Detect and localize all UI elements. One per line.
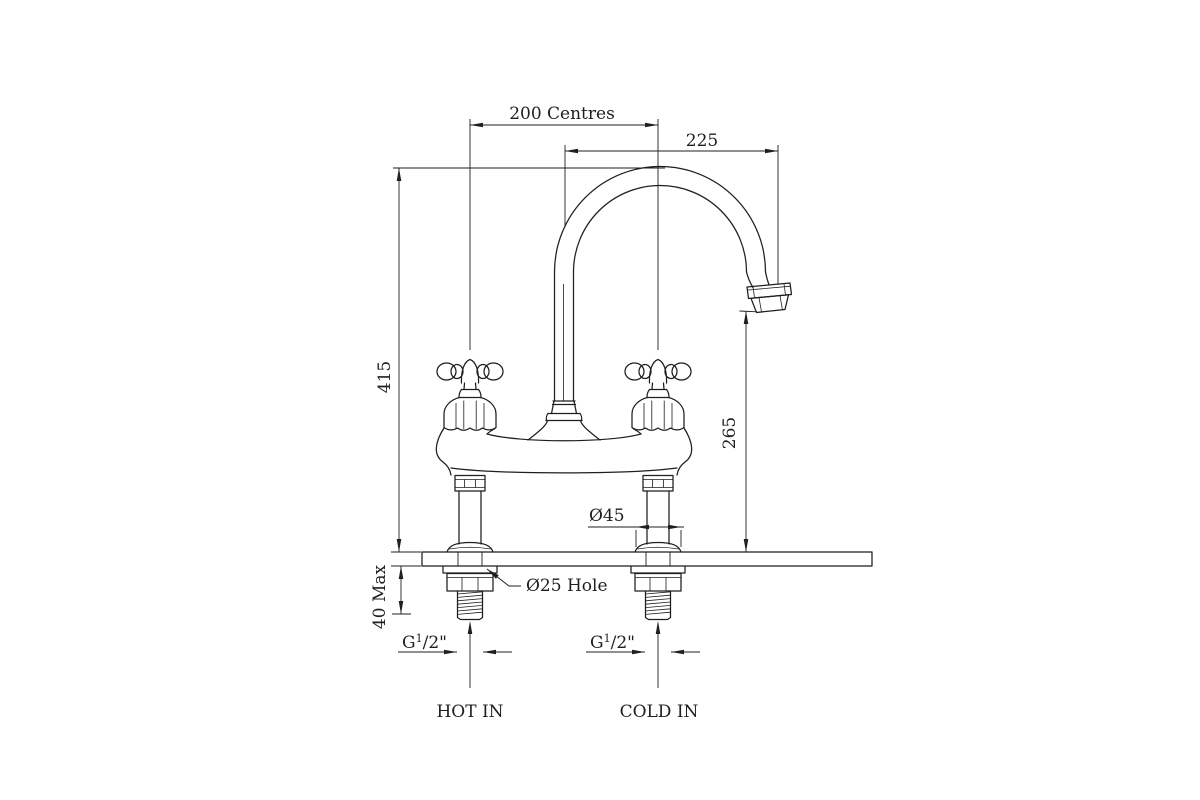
dim-265-label: 265 bbox=[720, 417, 740, 449]
bonnet bbox=[443, 396, 497, 431]
spout-outlet bbox=[746, 282, 793, 314]
dim-thread-hot-label: G1/2" bbox=[402, 632, 447, 653]
note-hole-diameter: Ø25 Hole bbox=[486, 568, 608, 596]
dim-thread-hot: G1/2" bbox=[398, 632, 512, 655]
dim-415-height: 415 bbox=[375, 167, 665, 553]
riser-base bbox=[527, 400, 601, 441]
tap-assembly bbox=[436, 358, 504, 688]
valve-hex-nut bbox=[454, 474, 486, 492]
dim-225-reach: 225 bbox=[564, 131, 779, 284]
shank bbox=[458, 490, 482, 545]
deck-hole-edges bbox=[457, 552, 483, 566]
cold-inlet-label: COLD IN bbox=[620, 702, 699, 722]
base-flange bbox=[446, 541, 494, 553]
dim-flange-diameter: Ø45 bbox=[588, 506, 684, 547]
dim-40-max-label: 40 Max bbox=[370, 565, 390, 630]
washer bbox=[442, 565, 498, 574]
dim-200-centres-label: 200 Centres bbox=[509, 104, 615, 124]
dim-flange-diameter-label: Ø45 bbox=[589, 506, 625, 526]
dim-40-max: 40 Max bbox=[370, 565, 421, 630]
dim-225-label: 225 bbox=[686, 131, 718, 151]
dim-200-centres: 200 Centres bbox=[469, 104, 659, 350]
supply-arrow bbox=[467, 621, 473, 688]
riser-tube bbox=[553, 271, 575, 402]
dim-415-label: 415 bbox=[375, 361, 395, 393]
note-hole-label: Ø25 Hole bbox=[526, 576, 608, 596]
spout bbox=[527, 165, 793, 441]
dim-thread-cold: G1/2" bbox=[586, 632, 700, 655]
hot-inlet-label: HOT IN bbox=[436, 702, 503, 722]
gooseneck-arc bbox=[553, 165, 770, 289]
dim-thread-cold-label: G1/2" bbox=[590, 632, 635, 653]
deck-surface bbox=[421, 551, 873, 567]
threaded-tail bbox=[456, 590, 484, 621]
cross-handle bbox=[436, 358, 504, 399]
dim-265-outlet-height: 265 bbox=[720, 310, 758, 552]
bridge-body bbox=[435, 427, 693, 476]
backnut bbox=[446, 572, 494, 592]
